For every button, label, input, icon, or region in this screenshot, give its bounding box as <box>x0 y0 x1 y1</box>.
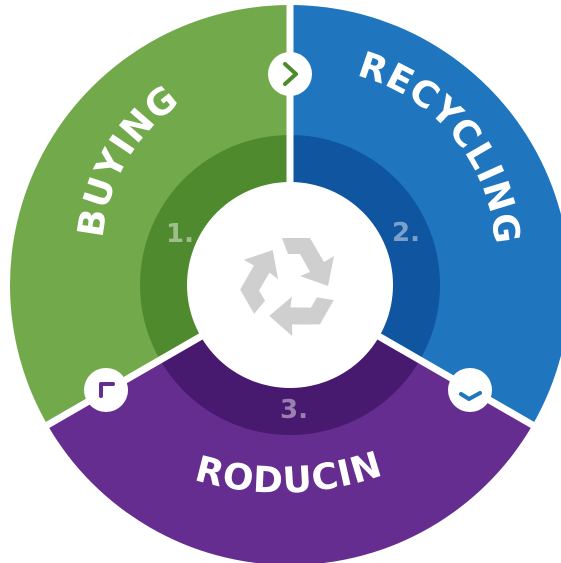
step-number-3: 3. <box>280 395 308 425</box>
center-disc <box>187 182 393 388</box>
step-number-1: 1. <box>166 219 194 249</box>
connector-badge-right <box>448 368 492 412</box>
chevron-down-icon <box>459 391 482 401</box>
connector-badge-left <box>84 368 128 412</box>
step-number-2: 2. <box>392 218 420 248</box>
chevron-up-left-icon <box>99 382 115 398</box>
chevron-right-icon <box>283 62 298 86</box>
recycle-icon <box>240 238 334 337</box>
connector-badge-top <box>268 52 312 96</box>
